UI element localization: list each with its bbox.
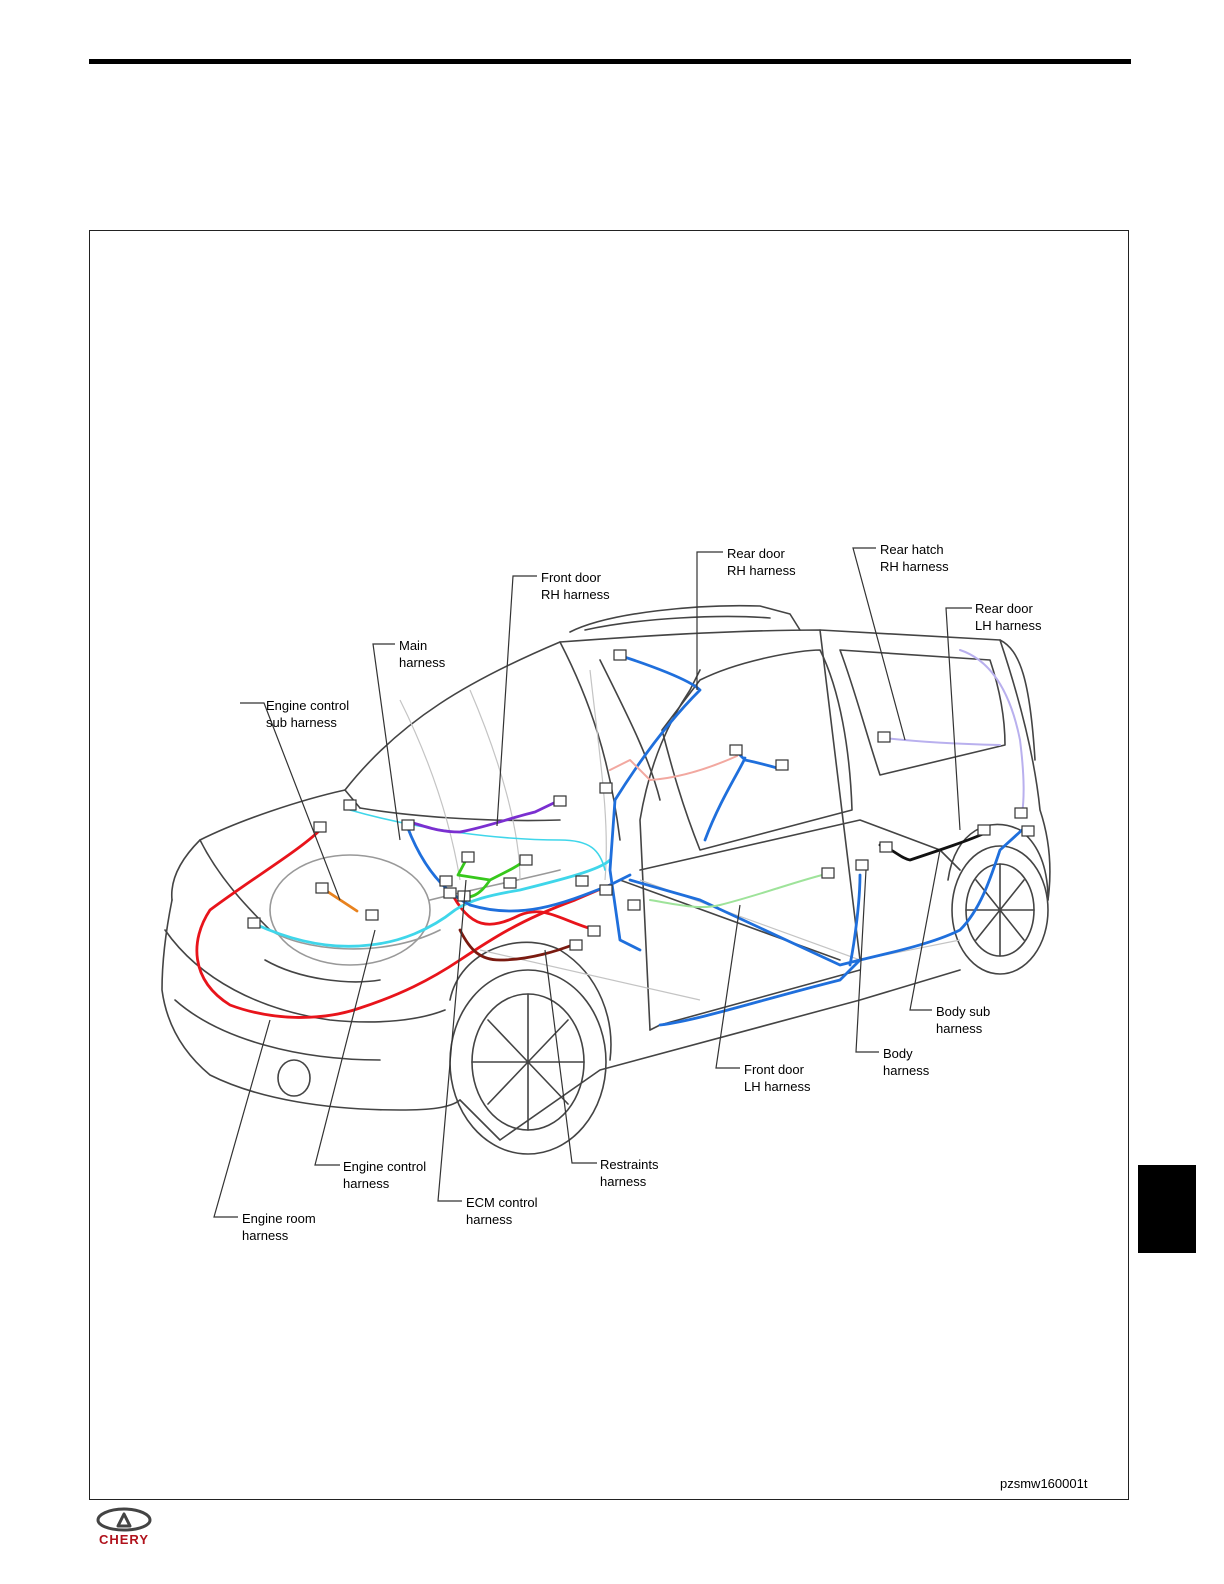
label-main-harness: Main harness bbox=[399, 637, 445, 671]
chery-logo-text: CHERY bbox=[88, 1532, 160, 1547]
connector bbox=[856, 860, 868, 870]
connector bbox=[504, 878, 516, 888]
connector bbox=[576, 876, 588, 886]
leader-body-sub bbox=[910, 850, 940, 1010]
connector bbox=[600, 783, 612, 793]
connector bbox=[520, 855, 532, 865]
body-harness-wire bbox=[630, 755, 1022, 1025]
leader-ecm-control bbox=[438, 880, 466, 1201]
connector bbox=[344, 800, 356, 810]
connector bbox=[444, 888, 456, 898]
label-front-door-rh-harness: Front door RH harness bbox=[541, 569, 610, 603]
connector bbox=[588, 926, 600, 936]
label-body-sub-harness: Body sub harness bbox=[936, 1003, 990, 1037]
label-engine-control-harness: Engine control harness bbox=[343, 1158, 426, 1192]
chery-logo-icon bbox=[88, 1506, 160, 1534]
connector bbox=[730, 745, 742, 755]
connector bbox=[600, 885, 612, 895]
leader-engine-room bbox=[214, 1020, 270, 1217]
leader-front-door-rh bbox=[497, 576, 537, 826]
label-front-door-lh-harness: Front door LH harness bbox=[744, 1061, 810, 1095]
chery-logo: CHERY bbox=[88, 1506, 160, 1546]
connector bbox=[554, 796, 566, 806]
connector bbox=[316, 883, 328, 893]
label-engine-control-sub-harness: Engine control sub harness bbox=[266, 697, 349, 731]
connector bbox=[248, 918, 260, 928]
connector bbox=[440, 876, 452, 886]
leader-rear-door-lh bbox=[946, 608, 972, 830]
connector bbox=[822, 868, 834, 878]
connector bbox=[614, 650, 626, 660]
rear-hatch-rh-harness-wire bbox=[885, 738, 1000, 745]
connector bbox=[366, 910, 378, 920]
connectors bbox=[248, 650, 1034, 950]
label-rear-door-lh-harness: Rear door LH harness bbox=[975, 600, 1041, 634]
label-body-harness: Body harness bbox=[883, 1045, 929, 1079]
leader-restraints bbox=[545, 950, 597, 1163]
leader-front-door-lh bbox=[716, 905, 740, 1068]
connector bbox=[1015, 808, 1027, 818]
front-door-lh-harness-wire bbox=[650, 873, 830, 907]
connector bbox=[570, 940, 582, 950]
label-ecm-control-harness: ECM control harness bbox=[466, 1194, 538, 1228]
connector bbox=[314, 822, 326, 832]
connector bbox=[776, 760, 788, 770]
rear-door-lh-harness-wire bbox=[960, 650, 1024, 815]
connector bbox=[628, 900, 640, 910]
connector bbox=[462, 852, 474, 862]
label-engine-room-harness: Engine room harness bbox=[242, 1210, 316, 1244]
leader-rear-door-rh bbox=[697, 552, 723, 690]
label-restraints-harness: Restraints harness bbox=[600, 1156, 659, 1190]
connector bbox=[880, 842, 892, 852]
connector bbox=[402, 820, 414, 830]
connector bbox=[1022, 826, 1034, 836]
connector bbox=[978, 825, 990, 835]
label-rear-door-rh-harness: Rear door RH harness bbox=[727, 545, 796, 579]
restraints-harness-wire bbox=[460, 930, 575, 960]
label-rear-hatch-rh-harness: Rear hatch RH harness bbox=[880, 541, 949, 575]
connector bbox=[878, 732, 890, 742]
leader-engine-control-sub bbox=[240, 703, 340, 900]
figure-id: pzsmw160001t bbox=[1000, 1476, 1087, 1491]
